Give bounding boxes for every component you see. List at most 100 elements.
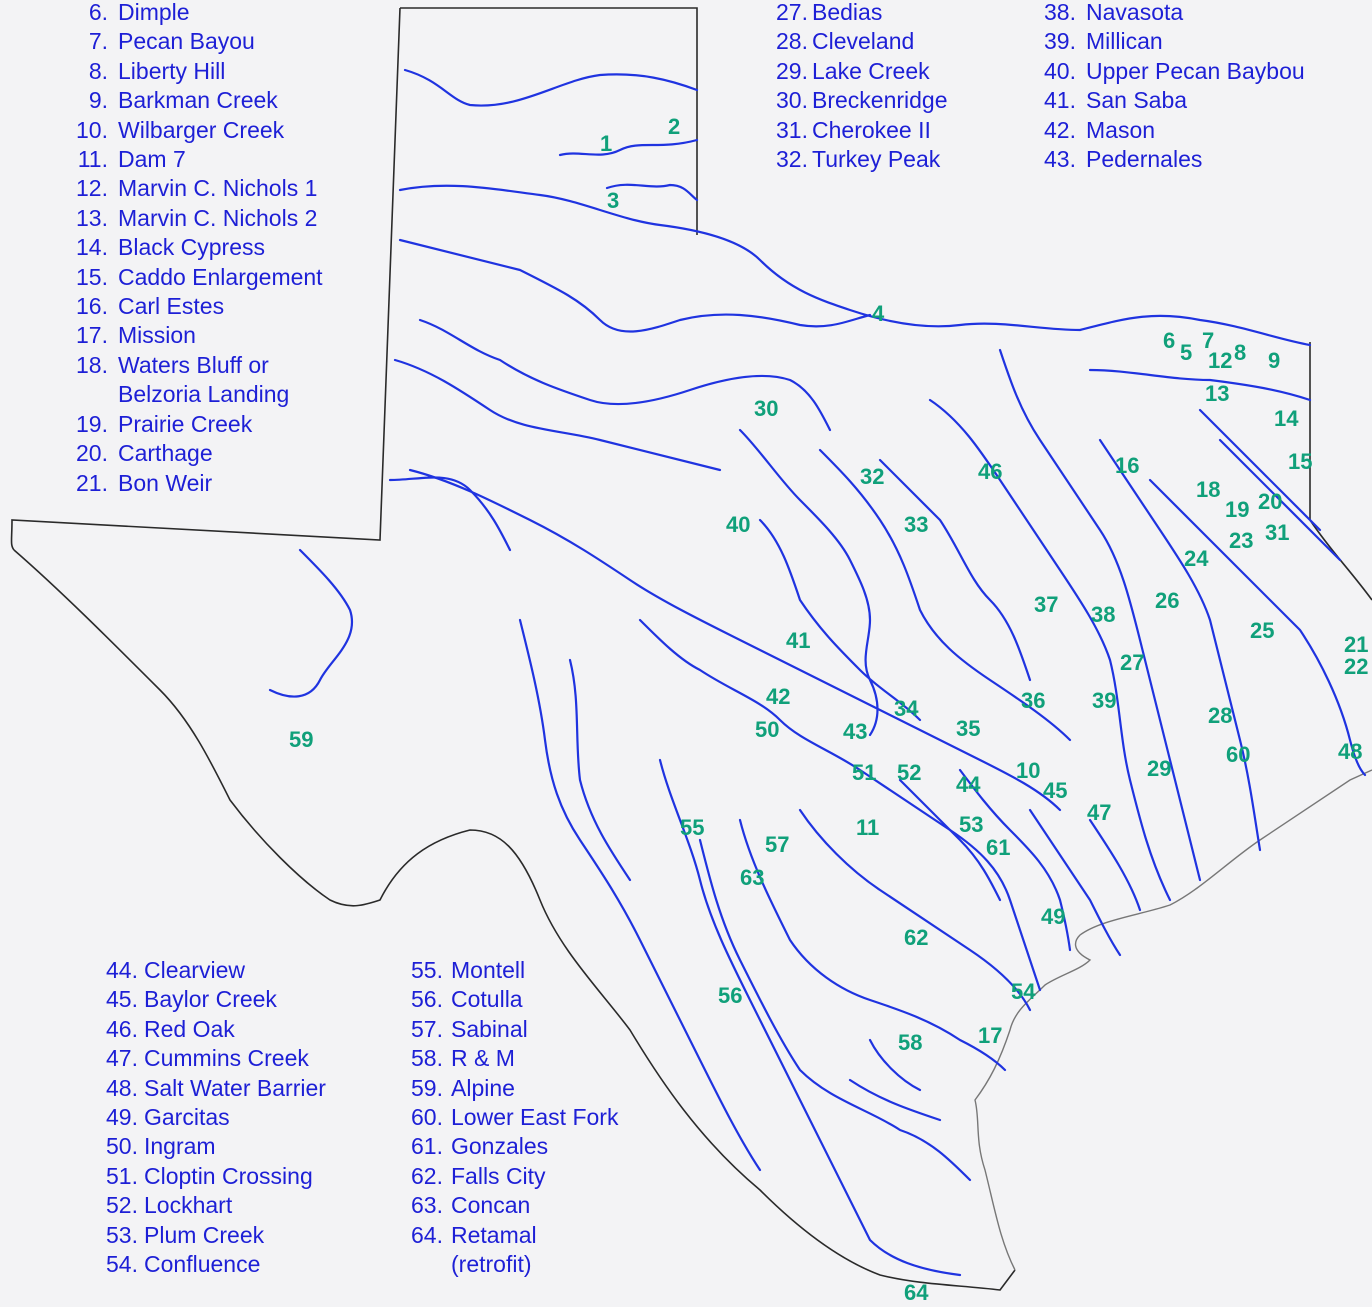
legend-item-number: 13. [76,204,108,231]
legend-item: 10.Wilbarger Creek [60,116,380,145]
legend-item-number: 40. [1044,57,1076,84]
legend-item: 56.Cotulla [395,985,695,1014]
legend-item: 8.Liberty Hill [60,57,380,86]
site-label-8: 8 [1234,340,1247,365]
site-label-39: 39 [1092,688,1117,713]
river [388,476,512,552]
legend-item-name: Navasota [1086,0,1184,25]
legend-item: 38. Navasota [1028,0,1328,27]
site-label-13: 13 [1205,381,1230,406]
legend-item-number: 49. [106,1104,138,1131]
legend-item-number: 41. [1044,87,1076,114]
site-label-23: 23 [1229,528,1254,553]
river [408,468,1062,812]
legend-item-number: 61. [411,1133,443,1160]
legend-item: 9.Barkman Creek [60,86,380,115]
river [605,183,699,202]
legend-item: 16.Carl Estes [60,292,380,321]
legend-item-number: 43. [1044,146,1076,173]
site-label-11: 11 [856,815,880,840]
legend-item-name: Gonzales [451,1133,549,1160]
legend-item: 18. Waters Bluff or [60,351,380,380]
legend-item-number: 12. [76,175,108,202]
site-label-35: 35 [956,716,981,741]
river [558,138,699,157]
site-label-45: 45 [1043,778,1068,803]
site-label-52: 52 [897,760,922,785]
legend-item-number: 15. [76,263,108,290]
legend-item-number: 32. [776,146,808,173]
legend-item-number: 11. [77,146,108,173]
legend-item: 58.R & M [395,1044,695,1073]
river [998,348,1202,882]
legend-item: 57.Sabinal [395,1015,695,1044]
legend-item: 42. Mason [1028,116,1328,145]
rivers [268,68,1367,1277]
river [403,68,699,107]
legend-item-number: 7. [88,28,108,55]
river [393,358,722,472]
legend-item-name: Mason [1086,116,1156,143]
legend-item-number: 64. [411,1221,443,1248]
legend-item-name: Waters Bluff or [118,351,269,378]
legend-item-number: 27. [776,0,808,25]
legend-item-name: Upper Pecan Baybou [1086,57,1305,84]
legend-item: 47.Cummins Creek [90,1044,390,1073]
legend-item-number: 59. [411,1074,443,1101]
legend-item-name: Pedernales [1086,146,1203,173]
site-label-61: 61 [986,835,1011,860]
legend-item-name: Turkey Peak [812,146,941,173]
legend-item-number: 42. [1044,116,1076,143]
site-label-48: 48 [1338,739,1363,764]
river [958,768,1072,952]
river [398,184,1312,347]
legend-item-name: Red Oak [144,1015,235,1042]
legend-item: Belzoria Landing [60,380,380,409]
river [878,458,1032,682]
legend-item: 43. Pedernales [1028,145,1328,174]
legend-item: 48.Salt Water Barrier [90,1074,390,1103]
legend-item-number: 18. [76,351,108,378]
site-label-7: 7 [1202,328,1215,353]
legend-item-number: 38. [1044,0,1076,25]
legend-item-number: 8. [88,57,108,84]
river [928,398,1172,902]
legend-item: 44.Clearview [90,956,390,985]
legend-item: 19.Prairie Creek [60,410,380,439]
legend-item-number: 51. [106,1162,138,1189]
legend-item: 52.Lockhart [90,1191,390,1220]
legend-item-name: Carl Estes [118,293,225,320]
legend-item-name: Clearview [144,957,245,983]
site-label-31: 31 [1265,520,1290,545]
site-label-44: 44 [956,772,981,797]
legend-item-number: 9. [88,87,108,114]
legend-item-name: Ingram [144,1133,216,1160]
legend-item-name: Dam 7 [118,146,186,173]
legend-item-number: 57. [411,1015,443,1042]
legend-item-number: 14. [76,234,108,261]
site-label-57: 57 [765,832,790,857]
river [518,618,762,1172]
river [1088,368,1312,402]
legend-item: 20.Carthage [60,439,380,468]
site-label-14: 14 [1274,406,1299,431]
legend-item: 29.Lake Creek [760,57,1000,86]
site-label-4: 4 [872,301,885,326]
legend-item-name: Marvin C. Nichols 1 [118,175,318,202]
river [398,238,872,333]
legend-item-number: 56. [411,986,443,1013]
legend-item-name: Belzoria Landing [118,381,290,408]
legend-item-number: 50. [106,1133,138,1160]
legend-item: 53.Plum Creek [90,1221,390,1250]
panhandle-border [400,7,698,235]
site-label-18: 18 [1196,477,1221,502]
site-label-22: 22 [1344,654,1369,679]
legend-item-name: Cloptin Crossing [144,1162,313,1189]
site-label-43: 43 [843,719,868,744]
legend-item: (retrofit) [395,1250,695,1279]
site-label-37: 37 [1034,592,1059,617]
site-label-53: 53 [959,812,984,837]
legend-item-number: 63. [411,1192,443,1219]
